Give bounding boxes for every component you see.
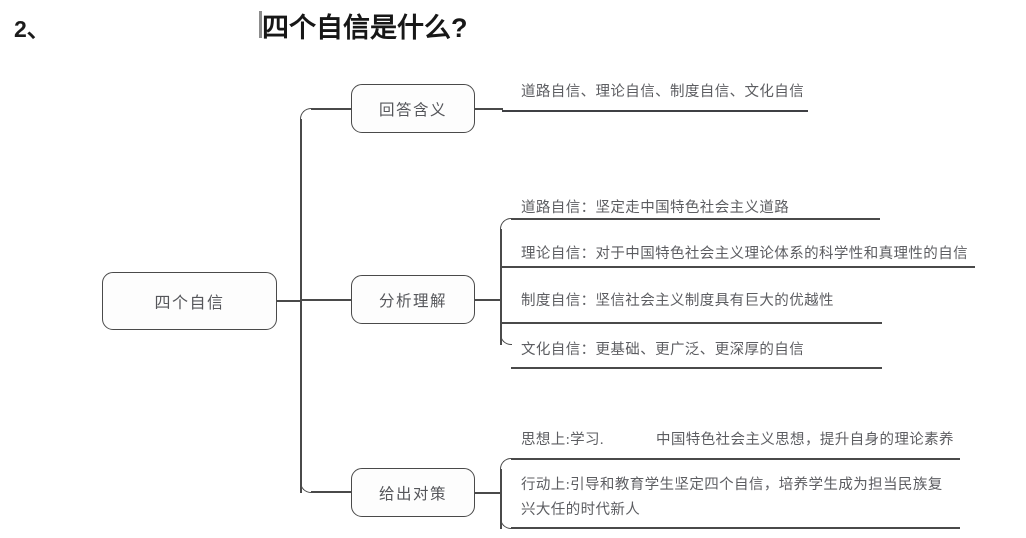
node-branch-1-label: 回答含义: [378, 101, 447, 119]
connector-to-leaf-2: [500, 266, 975, 268]
leaf-underline: [502, 110, 808, 112]
node-branch-answer-meaning[interactable]: 回答含义: [351, 84, 475, 133]
leaf-text-thought: 思想上:学习. 中国特色社会主义思想，提升自身的理论素养: [521, 428, 954, 453]
connector-to-branch-2: [300, 299, 352, 301]
node-root-label: 四个自信: [154, 295, 225, 312]
node-root[interactable]: 四个自信: [102, 272, 277, 330]
leaf-text-after-gap: 中国特色社会主义思想，提升自身的理论素养: [655, 432, 954, 448]
leaf-text: 理论自信：对于中国特色社会主义理论体系的科学性和真理性的自信: [521, 246, 968, 262]
node-branch-analyze-understand[interactable]: 分析理解: [351, 275, 475, 324]
connector-elbow-leaf-4: [500, 333, 512, 345]
connector-to-leaf-4: [511, 367, 882, 369]
connector-elbow-branch-1: [300, 108, 312, 120]
page-title: 四个自信是什么?: [262, 13, 468, 43]
leaf-text: 制度自信：坚信社会主义制度具有巨大的优越性: [521, 293, 834, 309]
connector-elbow-leaf-1: [500, 218, 512, 230]
leaf-text: 行动上:引导和教育学生坚定四个自信，培养学生成为担当民族复兴大任的时代新人: [521, 477, 943, 518]
connector-branch-2-stub: [475, 299, 501, 301]
connector-to-leaf-3: [500, 322, 882, 324]
connector-branch-3-stub: [475, 492, 501, 494]
title-accent-bar: [259, 11, 262, 38]
connector-spine: [300, 119, 302, 493]
node-branch-countermeasures[interactable]: 给出对策: [351, 468, 475, 517]
connector-to-leaf-5: [511, 458, 960, 460]
question-number: 2、: [14, 16, 50, 42]
connector-root-stub: [277, 300, 301, 302]
leaf-text: 道路自信：坚定走中国特色社会主义道路: [521, 200, 790, 216]
leaf-text: 道路自信、理论自信、制度自信、文化自信: [521, 84, 805, 100]
node-branch-2-label: 分析理解: [378, 292, 447, 310]
leaf-text-before-gap: 思想上:学习.: [521, 432, 604, 448]
connector-to-leaf-1: [511, 218, 880, 220]
connector-branch-1-to-leaf: [475, 108, 503, 110]
connector-elbow-leaf-5: [500, 458, 512, 470]
connector-to-branch-3: [311, 491, 352, 493]
connector-to-leaf-6: [511, 527, 960, 529]
leaf-text: 文化自信：更基础、更广泛、更深厚的自信: [521, 342, 805, 358]
node-branch-3-label: 给出对策: [378, 485, 447, 503]
connector-to-branch-1: [311, 108, 352, 110]
connector-branch-2-spine: [500, 229, 502, 345]
connector-branch-3-spine: [500, 469, 502, 529]
